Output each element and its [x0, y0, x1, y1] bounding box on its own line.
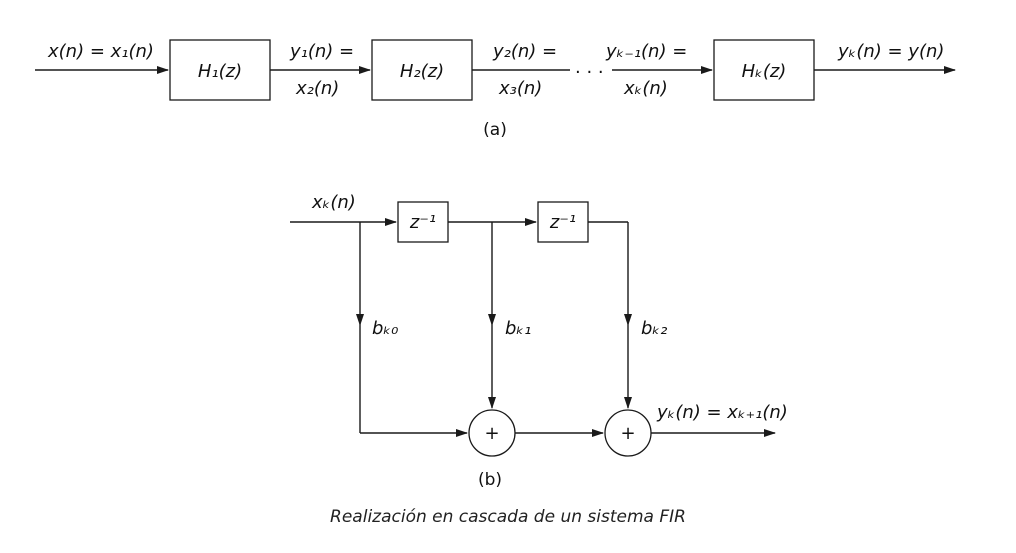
x3-label: x₃(n)	[498, 78, 542, 99]
h2-block	[371, 39, 473, 101]
y2-label: y₂(n) =	[492, 41, 557, 62]
coef-b2-label: bₖ₂	[641, 318, 667, 339]
delay-1-box	[397, 201, 449, 243]
hk-label: Hₖ(z)	[742, 61, 787, 82]
y1-label: y₁(n) =	[289, 41, 354, 62]
xk-label: xₖ(n)	[623, 78, 668, 99]
caption-b: (b)	[478, 470, 502, 490]
adder-2-symbol: +	[620, 423, 635, 444]
input-label-a: x(n) = x₁(n)	[47, 41, 154, 62]
delay-2-label: z⁻¹	[549, 212, 576, 233]
delay-2-box	[537, 201, 589, 243]
x2-label: x₂(n)	[295, 78, 339, 99]
caption-a: (a)	[483, 120, 507, 140]
h1-label: H₁(z)	[198, 61, 242, 82]
h2-label: H₂(z)	[400, 61, 444, 82]
yk1-label: yₖ₋₁(n) =	[605, 41, 687, 62]
adder-1-symbol: +	[484, 423, 499, 444]
output-label-b: yₖ(n) = xₖ₊₁(n)	[656, 402, 788, 423]
input-label-b: xₖ(n)	[311, 192, 356, 213]
fir-section-structure	[290, 201, 776, 457]
output-label-a: yₖ(n) = y(n)	[837, 41, 944, 62]
cascade-chain	[35, 39, 956, 101]
coef-b0-label: bₖ₀	[372, 318, 398, 339]
coef-b1-label: bₖ₁	[505, 318, 531, 339]
hk-block	[713, 39, 815, 101]
delay-1-label: z⁻¹	[409, 212, 436, 233]
figure-caption: Realización en cascada de un sistema FIR	[330, 507, 686, 527]
ellipsis-dots: · · ·	[575, 62, 604, 83]
